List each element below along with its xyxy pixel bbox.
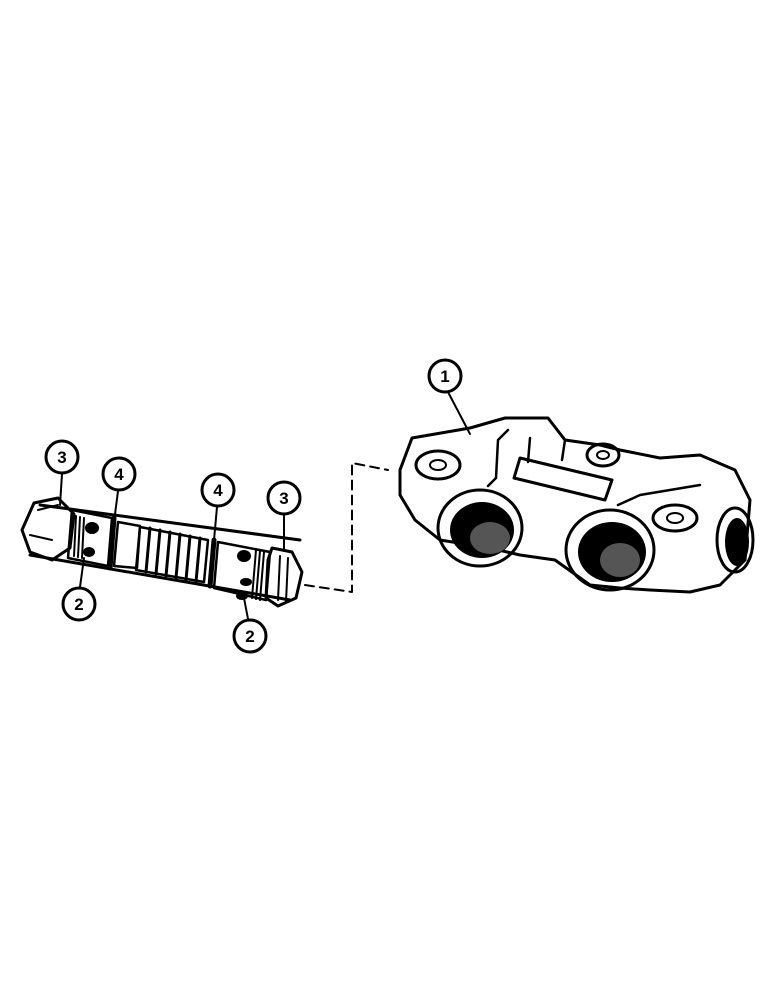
spool-assembly xyxy=(20,496,304,608)
callout-3-left: 3 xyxy=(44,439,80,506)
callout-3-right: 3 xyxy=(266,480,302,551)
callout-1-label: 1 xyxy=(440,367,449,386)
port-left xyxy=(436,488,524,568)
end-plug-left xyxy=(20,496,76,562)
callout-4-right-label: 4 xyxy=(213,481,223,500)
alignment-line xyxy=(304,462,389,593)
callout-4-right: 4 xyxy=(200,472,236,541)
callout-2-right-label: 2 xyxy=(245,627,254,646)
callout-3-right-label: 3 xyxy=(279,489,288,508)
spool-grooves xyxy=(134,525,210,584)
valve-body xyxy=(398,416,755,594)
callout-4-left-label: 4 xyxy=(114,465,124,484)
sleeve-right xyxy=(212,540,272,602)
port-right xyxy=(564,508,656,592)
callout-2-right: 2 xyxy=(232,597,268,654)
port-side xyxy=(715,506,755,574)
o-ring-right xyxy=(207,537,217,589)
callout-2-left-label: 2 xyxy=(74,595,83,614)
callout-2-left: 2 xyxy=(61,557,97,622)
end-plug-right xyxy=(264,546,304,608)
callout-3-left-label: 3 xyxy=(57,448,66,467)
callout-4-left: 4 xyxy=(101,456,137,523)
o-ring-left xyxy=(107,515,117,571)
callout-1: 1 xyxy=(427,358,471,435)
